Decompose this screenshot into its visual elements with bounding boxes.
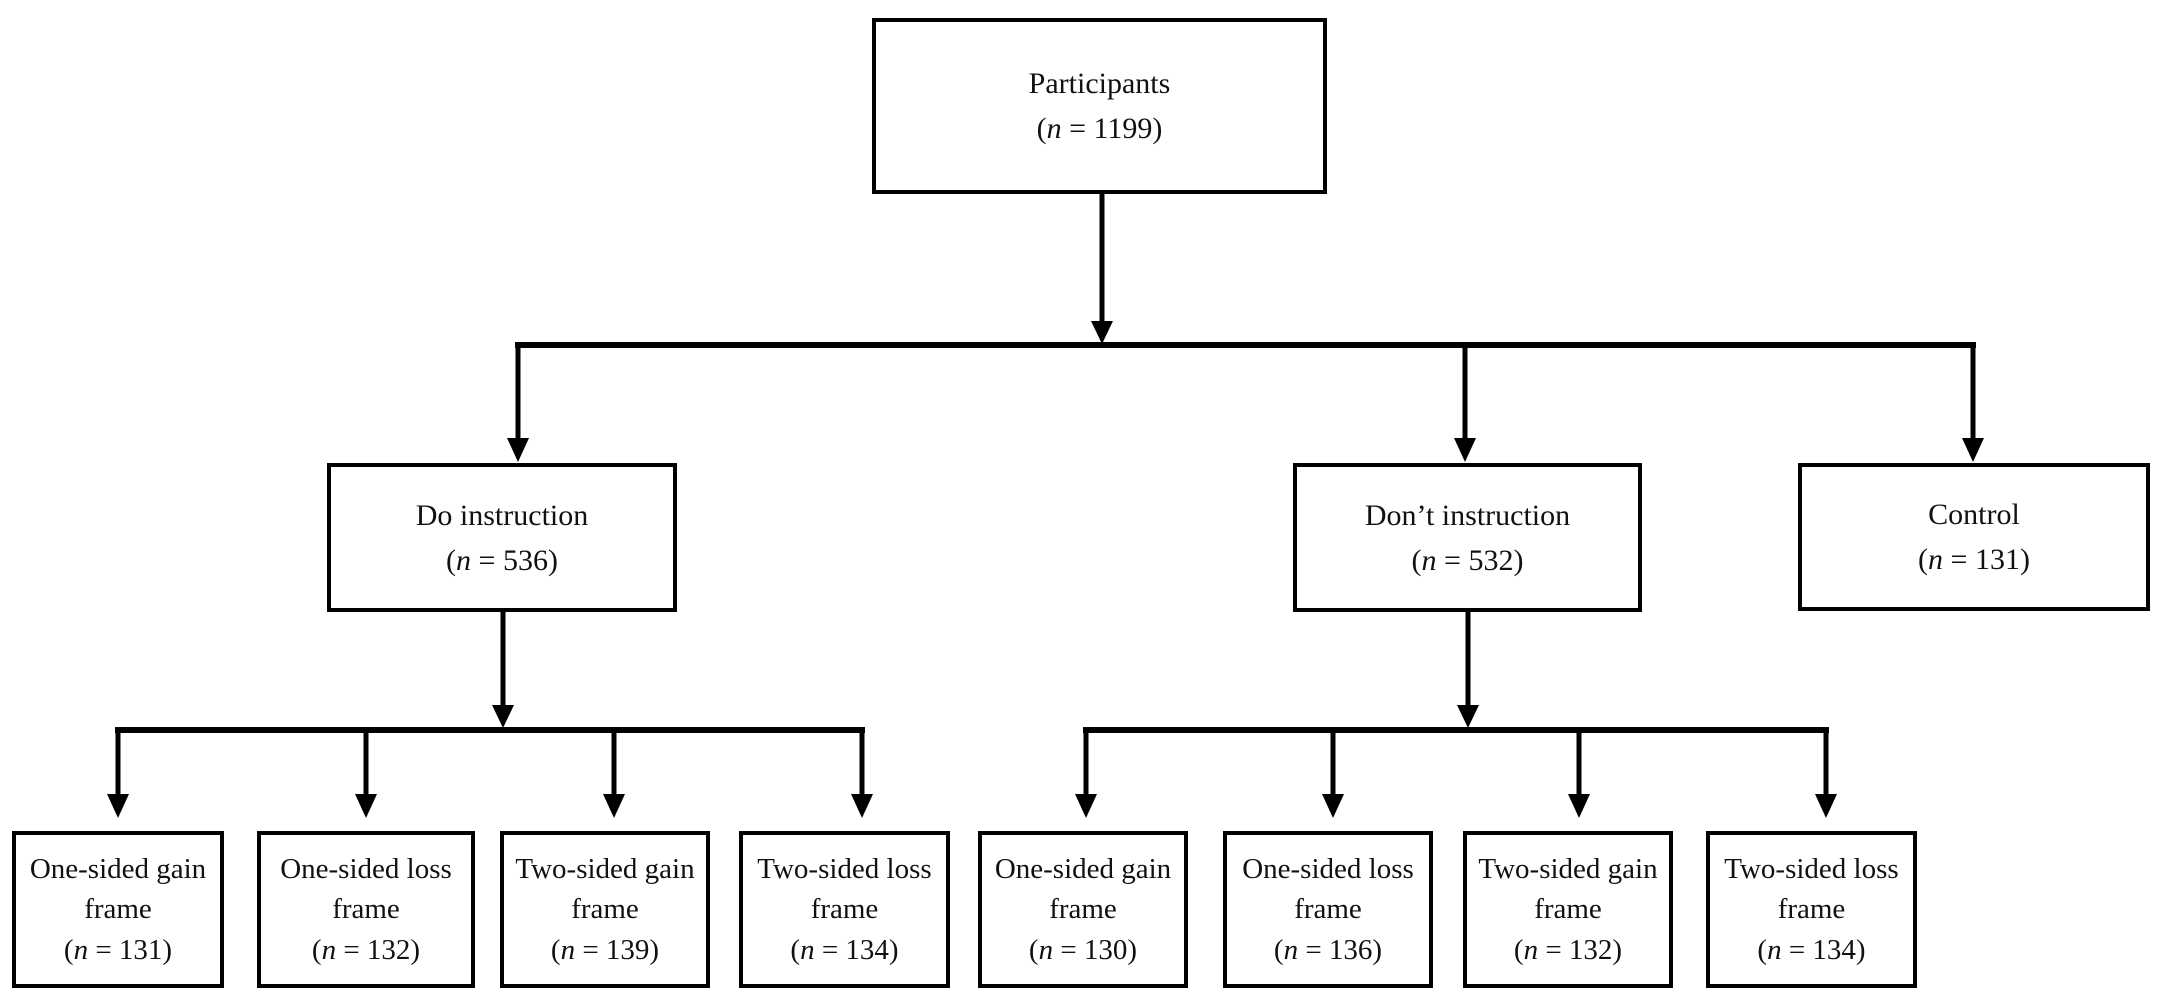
level1-connectors [515, 193, 1976, 440]
count-open: ( [63, 933, 74, 966]
count-variable: n [73, 933, 89, 966]
count-variable: n [1283, 933, 1299, 966]
node-do-one-sided-loss-frame: One-sided loss frame (n = 132) [257, 831, 475, 988]
arrow-down-icon [1075, 794, 1097, 818]
node-count: (n = 532) [1412, 538, 1524, 583]
count-open: ( [1028, 933, 1039, 966]
node-label: Participants [1028, 67, 1171, 100]
node-label: Control [1928, 498, 2020, 531]
arrow-down-icon [851, 794, 873, 818]
count-open: ( [790, 933, 801, 966]
arrow-down-icon [1091, 321, 1113, 344]
count-value: = 132) [1538, 933, 1623, 966]
connector-line [1083, 730, 1829, 795]
count-variable: n [800, 933, 815, 966]
node-label: Two-sided loss frame [757, 852, 932, 926]
count-variable: n [456, 543, 472, 577]
count-value: = 136) [1298, 933, 1383, 966]
count-variable: n [1038, 933, 1054, 966]
node-dont-one-sided-loss-frame: One-sided loss frame (n = 136) [1223, 831, 1433, 988]
count-value: = 536) [471, 543, 558, 577]
count-value: = 134) [814, 933, 899, 966]
arrow-down-icon [355, 794, 377, 818]
arrow-down-icon [107, 794, 129, 818]
node-count: (n = 134) [790, 930, 898, 971]
node-count: (n = 132) [1514, 930, 1622, 971]
node-dont-two-sided-gain-frame: Two-sided gain frame (n = 132) [1463, 831, 1673, 988]
arrow-down-icon [1454, 438, 1476, 462]
count-value: = 132) [336, 933, 421, 966]
count-open: ( [1757, 933, 1768, 966]
count-value: = 1199) [1061, 112, 1163, 145]
connector-line [115, 730, 865, 795]
arrow-down-icon [1322, 794, 1344, 818]
node-dont-one-sided-gain-frame: One-sided gain frame (n = 130) [978, 831, 1188, 988]
count-variable: n [1767, 933, 1782, 966]
count-value: = 532) [1436, 543, 1524, 577]
arrow-down-icon [1815, 794, 1837, 818]
count-variable: n [321, 933, 337, 966]
node-label: Don’t instruction [1364, 498, 1571, 532]
count-value: = 134) [1781, 933, 1866, 966]
arrow-down-icon [1568, 794, 1590, 818]
count-open: ( [446, 543, 457, 577]
arrow-down-icon [492, 705, 514, 728]
count-open: ( [550, 933, 561, 966]
node-count: (n = 134) [1757, 930, 1865, 971]
count-value: = 130) [1053, 933, 1138, 966]
count-open: ( [1918, 543, 1929, 576]
count-open: ( [1513, 933, 1524, 966]
node-label: Do instruction [415, 498, 589, 532]
count-value: = 131) [88, 933, 173, 966]
node-label: Two-sided gain frame [515, 852, 695, 926]
count-open: ( [1273, 933, 1284, 966]
count-variable: n [1928, 543, 1944, 576]
node-label: Two-sided gain frame [1478, 852, 1658, 926]
level2-left-arrowheads [107, 705, 873, 818]
level2-right-connectors [1083, 612, 1829, 795]
count-variable: n [1523, 933, 1539, 966]
node-label: Two-sided loss frame [1724, 852, 1899, 926]
level2-left-connectors [115, 612, 865, 795]
node-control: Control (n = 131) [1798, 463, 2150, 611]
node-label: One-sided loss frame [1242, 852, 1414, 926]
count-open: ( [1036, 112, 1047, 145]
node-do-instruction: Do instruction (n = 536) [327, 463, 677, 612]
count-value: = 139) [575, 933, 660, 966]
count-variable: n [560, 933, 576, 966]
arrow-down-icon [507, 438, 529, 462]
node-do-one-sided-gain-frame: One-sided gain frame (n = 131) [12, 831, 224, 988]
node-dont-instruction: Don’t instruction (n = 532) [1293, 463, 1642, 612]
count-variable: n [1046, 112, 1062, 145]
node-count: (n = 130) [1029, 930, 1137, 971]
node-count: (n = 136) [1274, 930, 1382, 971]
node-count: (n = 536) [446, 538, 558, 583]
arrow-down-icon [1962, 438, 1984, 462]
node-count: (n = 131) [1918, 537, 2030, 582]
node-count: (n = 132) [312, 930, 420, 971]
node-count: (n = 139) [551, 930, 659, 971]
node-label: One-sided gain frame [29, 852, 207, 926]
count-open: ( [1411, 543, 1422, 577]
node-dont-two-sided-loss-frame: Two-sided loss frame (n = 134) [1706, 831, 1917, 988]
count-value: = 131) [1943, 543, 2030, 576]
level1-arrowheads [507, 321, 1984, 462]
node-participants: Participants (n = 1199) [872, 18, 1327, 194]
node-do-two-sided-loss-frame: Two-sided loss frame (n = 134) [739, 831, 950, 988]
node-label: One-sided loss frame [280, 852, 452, 926]
node-label: One-sided gain frame [994, 852, 1172, 926]
arrow-down-icon [603, 794, 625, 818]
node-do-two-sided-gain-frame: Two-sided gain frame (n = 139) [500, 831, 710, 988]
node-count: (n = 1199) [1037, 106, 1163, 151]
node-count: (n = 131) [64, 930, 172, 971]
count-variable: n [1421, 543, 1437, 577]
connector-line [515, 345, 1976, 440]
count-open: ( [311, 933, 322, 966]
arrow-down-icon [1457, 705, 1479, 728]
level2-right-arrowheads [1075, 705, 1837, 818]
